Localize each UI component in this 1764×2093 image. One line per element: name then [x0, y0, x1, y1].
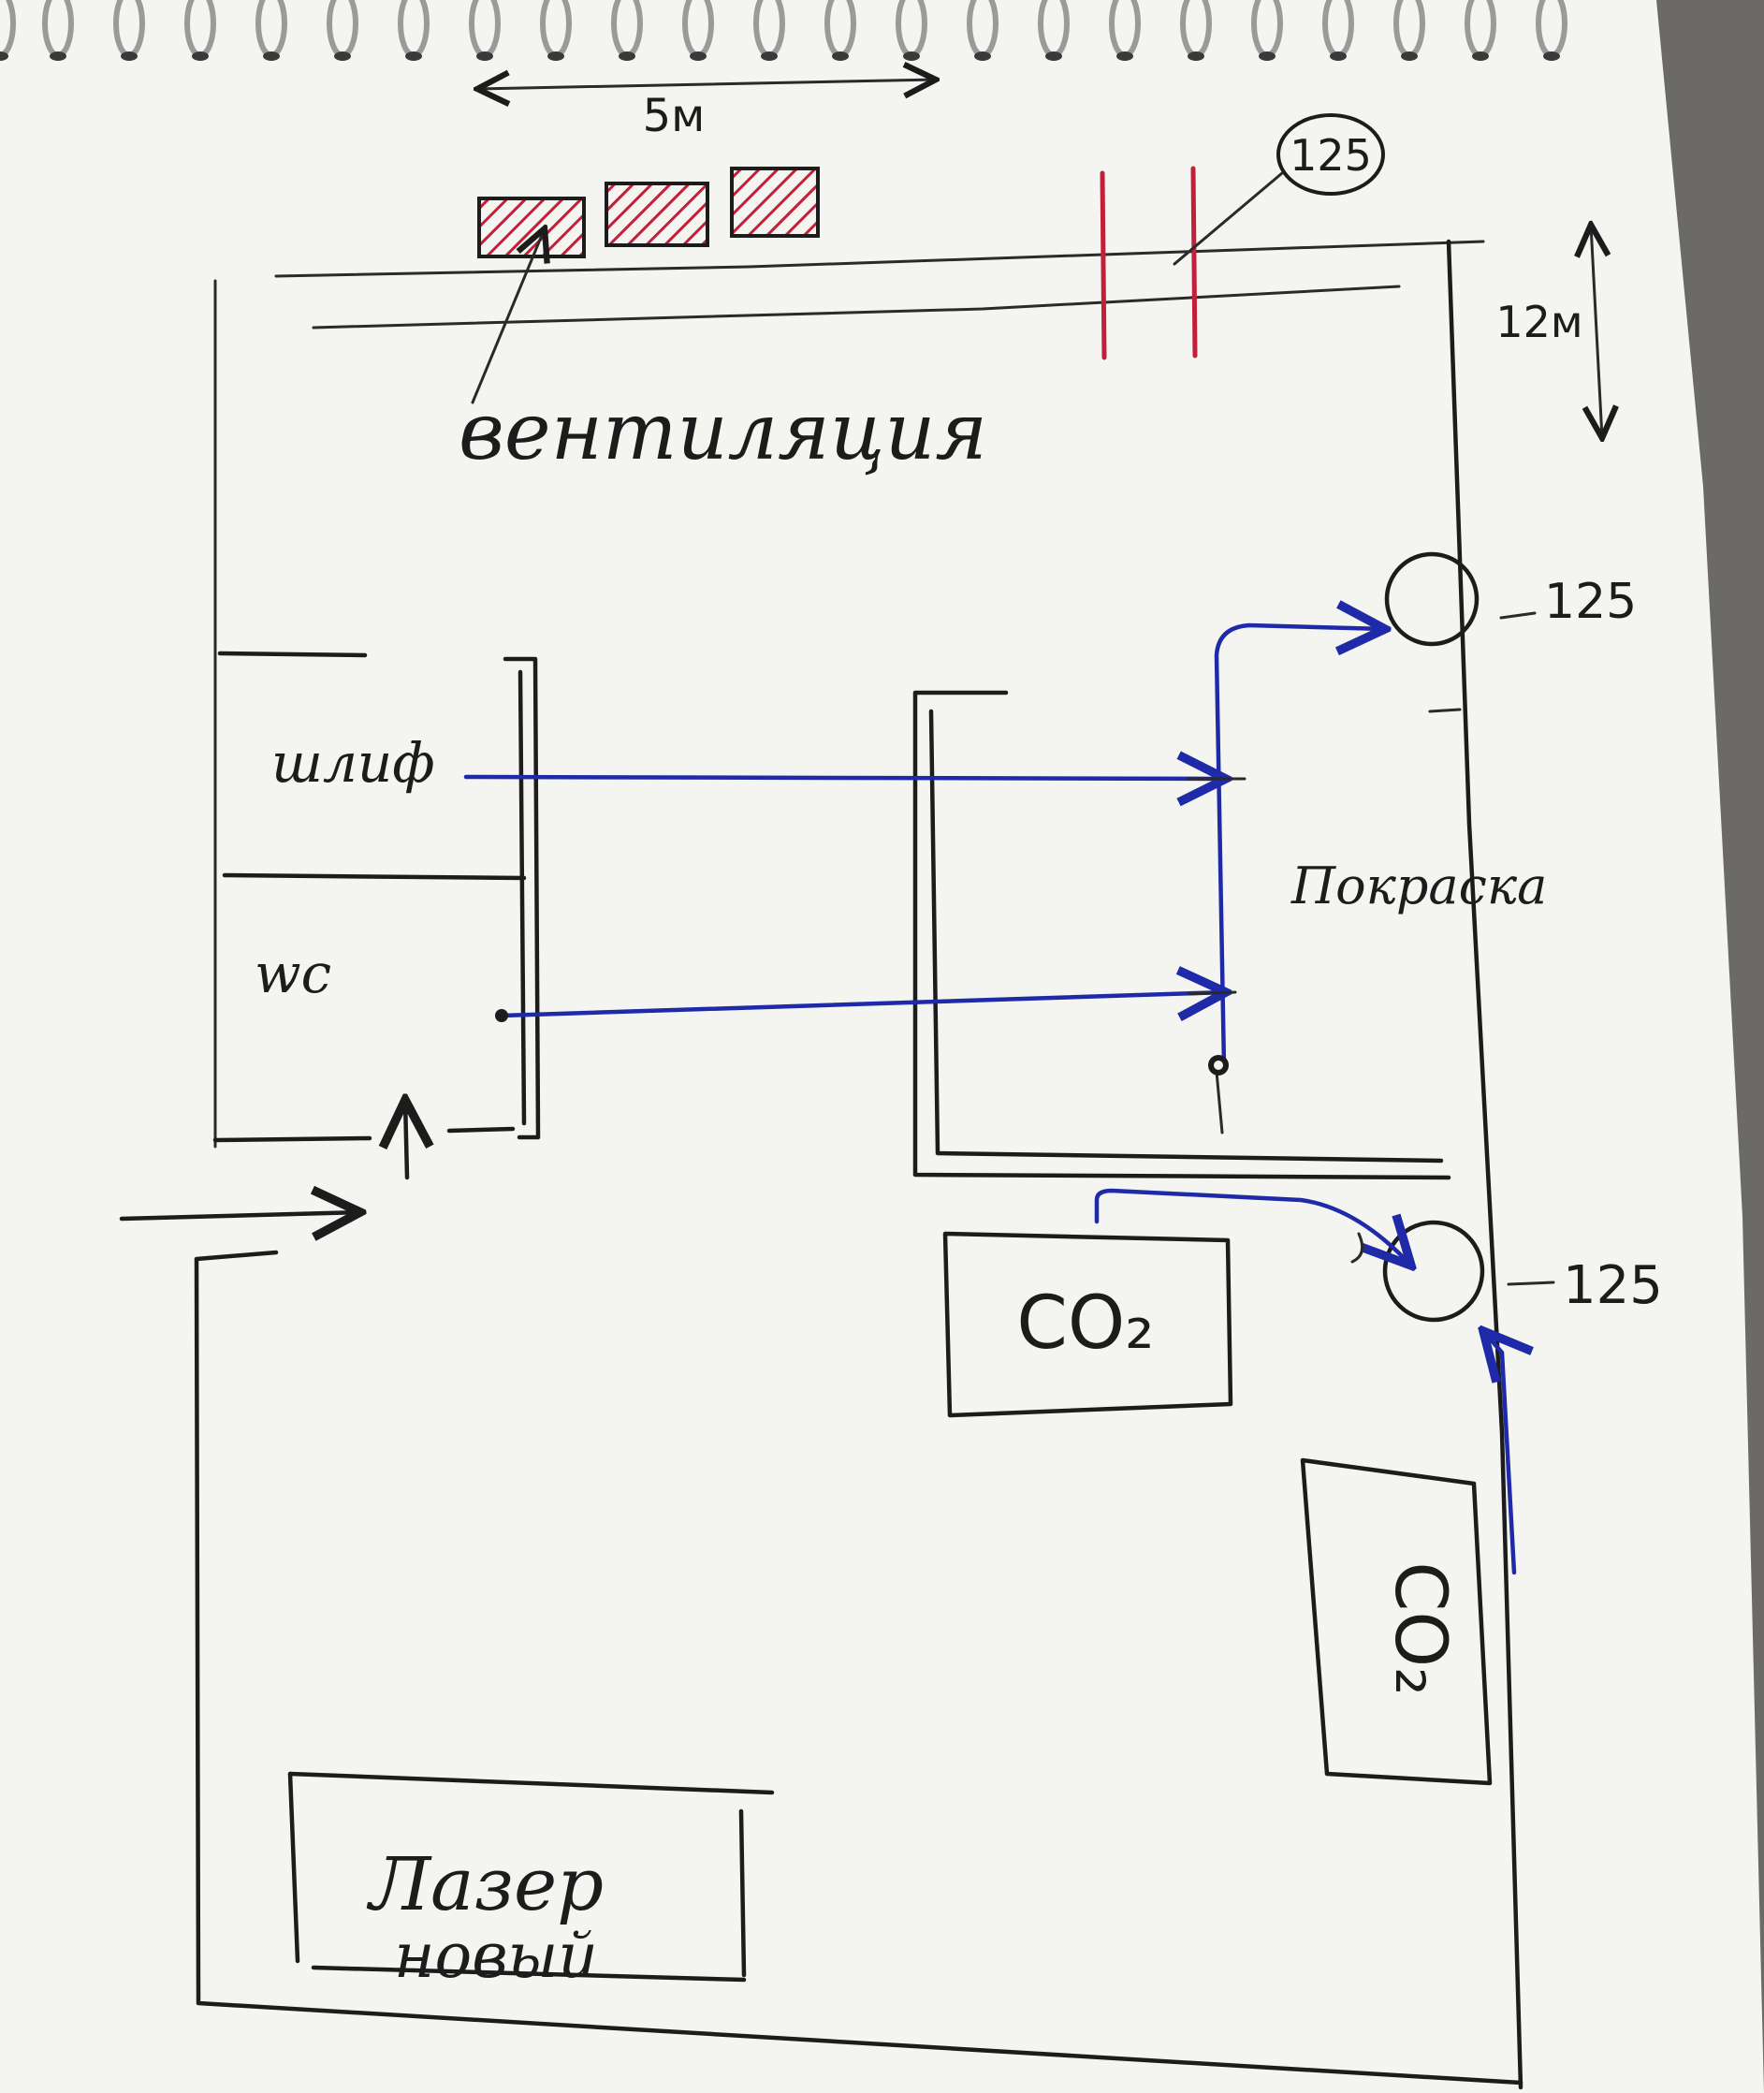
room-partition-left [212, 651, 541, 1143]
duct-circle-lower: 125 [1094, 1188, 1663, 1575]
entry-arrow-right [119, 1212, 360, 1219]
machine-co2-b-label: CO₂ [1379, 1561, 1463, 1695]
machine-laser-label-line2: новый [394, 1920, 598, 1992]
duct-circle-upper: 125 [1384, 551, 1637, 647]
height-dimension: 12м [1495, 225, 1602, 438]
height-dimension-label: 12м [1495, 297, 1582, 347]
machine-co2-b: CO₂ [1300, 1457, 1493, 1786]
vent-unit-3 [730, 167, 820, 238]
machine-laser-label-line1: Лазер [366, 1843, 604, 1927]
vent-unit-2 [605, 182, 709, 247]
blue-ducts [463, 625, 1385, 1134]
duct-label-upper: 125 [1544, 574, 1637, 630]
width-dimension: 5м [477, 80, 936, 142]
top-wall [213, 240, 1485, 1149]
width-dimension-label: 5м [643, 90, 706, 142]
duct-label-lower: 125 [1563, 1255, 1663, 1316]
machine-laser: Лазер новый [287, 1771, 775, 1992]
machine-co2-a-label: CO₂ [1016, 1281, 1154, 1366]
vent-unit-1 [477, 197, 586, 258]
duct-label-top: 125 [1173, 113, 1385, 266]
right-wall [1446, 239, 1523, 2090]
duct-markers-red [1100, 166, 1198, 360]
ventilation-units [477, 167, 820, 258]
duct-label-top-text: 125 [1290, 130, 1372, 181]
ventilation-pointer [471, 228, 545, 404]
lower-left-wall [194, 1250, 1523, 2086]
room-label-grind: шлиф [271, 731, 435, 795]
room-partition-paint [912, 690, 1462, 1180]
ventilation-label: вентиляция [459, 386, 987, 477]
room-label-wc: wc [255, 942, 331, 1005]
machine-co2-a: CO₂ [942, 1231, 1233, 1418]
room-label-paint: Покраска [1290, 856, 1547, 915]
spiral-binding [0, 0, 1565, 61]
entry-arrow-up [405, 1100, 407, 1180]
